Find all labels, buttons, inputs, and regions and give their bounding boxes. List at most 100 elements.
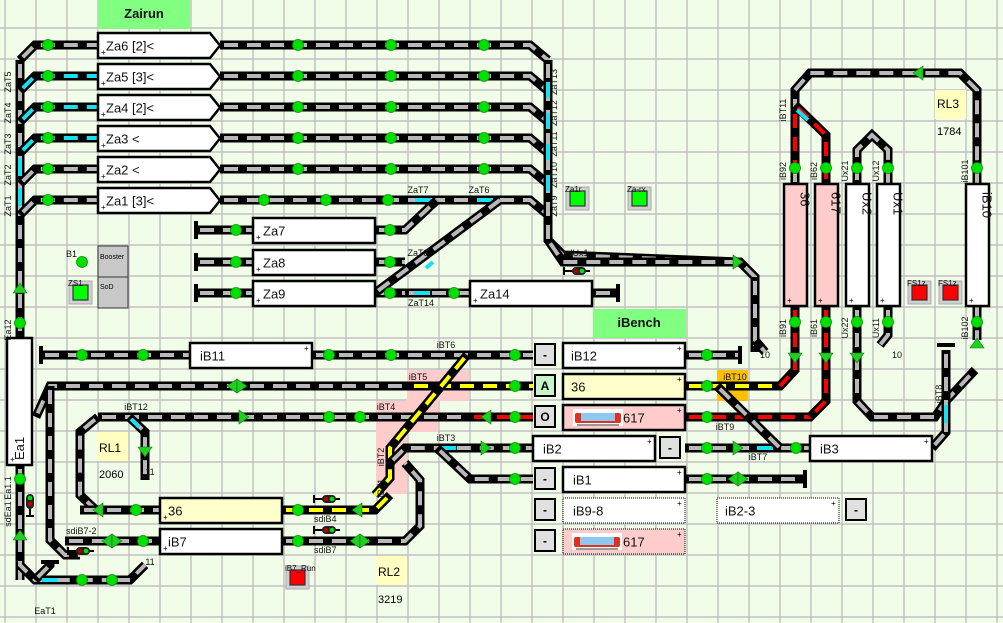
block-command-button[interactable]: A: [534, 374, 556, 397]
block-command-button[interactable]: -: [534, 343, 556, 366]
sensor-indicator[interactable]: [882, 316, 894, 328]
sensor-indicator[interactable]: [385, 132, 397, 144]
block-za7[interactable]: Za7+: [251, 216, 377, 245]
sdib7-2-signal-icon[interactable]: [67, 547, 94, 555]
sensor-indicator[interactable]: [385, 163, 397, 175]
block-frame[interactable]: [96, 124, 222, 153]
button-frame[interactable]: [534, 467, 556, 490]
sensor-indicator[interactable]: [509, 411, 521, 423]
button-frame[interactable]: [534, 374, 556, 397]
sensor-indicator[interactable]: [478, 163, 490, 175]
sensor-indicator[interactable]: [137, 349, 149, 361]
block-ea1[interactable]: Ea1+: [5, 336, 34, 467]
sensor-indicator[interactable]: [971, 316, 983, 328]
block-za6[interactable]: Za6 [2]<+: [96, 31, 222, 60]
button-frame[interactable]: [534, 343, 556, 366]
block-frame[interactable]: [96, 186, 222, 215]
sensor-indicator[interactable]: [14, 317, 26, 329]
vblock-36[interactable]: 36+: [782, 182, 813, 308]
button-frame[interactable]: [534, 498, 556, 521]
sensor-indicator[interactable]: [320, 194, 332, 206]
block-command-button[interactable]: -: [534, 467, 556, 490]
sod-button[interactable]: [97, 276, 129, 309]
block-frame[interactable]: [561, 341, 687, 370]
sensor-indicator[interactable]: [385, 349, 397, 361]
sensor-indicator[interactable]: [292, 132, 304, 144]
block-frame[interactable]: [468, 279, 594, 308]
sensor-indicator[interactable]: [137, 535, 149, 547]
block-command-button[interactable]: -: [534, 529, 556, 552]
block-frame[interactable]: [964, 182, 991, 308]
sensor-indicator[interactable]: [385, 39, 397, 51]
za1r-status-button[interactable]: Za1r: [565, 185, 590, 211]
block-command-button[interactable]: -: [845, 498, 867, 521]
sensor-indicator[interactable]: [820, 162, 832, 174]
sensor-indicator[interactable]: [478, 39, 490, 51]
sensor-indicator[interactable]: [292, 535, 304, 547]
block-frame[interactable]: [562, 497, 686, 524]
sensor-indicator[interactable]: [701, 411, 713, 423]
block-frame[interactable]: [96, 62, 222, 91]
block-lower-36[interactable]: 36+: [158, 496, 284, 525]
sensor-indicator[interactable]: [701, 349, 713, 361]
sensor-indicator[interactable]: [292, 504, 304, 516]
block-za5[interactable]: Za5 [3]<+: [96, 62, 222, 91]
sensor-indicator[interactable]: [385, 101, 397, 113]
block-command-button[interactable]: -: [659, 436, 681, 459]
block-frame[interactable]: [96, 31, 222, 60]
sensor-indicator[interactable]: [292, 39, 304, 51]
sensor-indicator[interactable]: [42, 132, 54, 144]
vblock-ux2[interactable]: Ux2+: [844, 182, 875, 308]
sensor-indicator[interactable]: [106, 574, 118, 586]
sensor-indicator[interactable]: [478, 101, 490, 113]
sensor-indicator[interactable]: [820, 316, 832, 328]
sensor-indicator[interactable]: [130, 504, 142, 516]
block-frame[interactable]: [561, 372, 687, 401]
sdib7-signal-icon[interactable]: [313, 526, 340, 534]
ibench-panel[interactable]: [593, 309, 686, 338]
block-za9[interactable]: Za9+: [251, 279, 377, 308]
sdea1-signal-icon[interactable]: [26, 494, 34, 517]
sensor-indicator[interactable]: [789, 316, 801, 328]
block-za4[interactable]: Za4 [2]<+: [96, 93, 222, 122]
block-frame[interactable]: [251, 216, 377, 245]
sensor-indicator[interactable]: [851, 162, 863, 174]
sensor-indicator[interactable]: [42, 163, 54, 175]
block-frame[interactable]: [96, 93, 222, 122]
sensor-indicator[interactable]: [42, 194, 54, 206]
block-za2[interactable]: Za2 <+: [96, 155, 222, 184]
block-frame[interactable]: [813, 182, 840, 308]
sensor-indicator[interactable]: [292, 70, 304, 82]
block-ib11[interactable]: iB11+: [188, 341, 314, 370]
sdux1-signal-icon[interactable]: [563, 267, 590, 275]
block-za3[interactable]: Za3 <+: [96, 124, 222, 153]
sensor-indicator[interactable]: [42, 101, 54, 113]
sensor-indicator[interactable]: [478, 70, 490, 82]
button-frame[interactable]: [534, 529, 556, 552]
ib7-run-status-button[interactable]: iB7_Run: [285, 564, 316, 590]
block-ib2-3[interactable]: iB2-3+: [716, 497, 840, 524]
block-ib7[interactable]: iB7+: [158, 527, 284, 556]
button-frame[interactable]: [845, 498, 867, 521]
block-command-button[interactable]: -: [534, 498, 556, 521]
block-frame[interactable]: [251, 248, 377, 277]
sensor-indicator[interactable]: [882, 162, 894, 174]
block-frame[interactable]: [158, 496, 284, 525]
block-ib3[interactable]: iB3+: [808, 434, 934, 463]
block-frame[interactable]: [561, 465, 687, 494]
block-frame[interactable]: [782, 182, 809, 308]
sensor-indicator[interactable]: [509, 442, 521, 454]
zarx-status-button[interactable]: Za-rx: [627, 185, 652, 211]
sensor-indicator[interactable]: [292, 101, 304, 113]
vblock-617[interactable]: 617+: [813, 182, 844, 308]
block-za8[interactable]: Za8+: [251, 248, 377, 277]
block-ib1[interactable]: iB1+: [561, 465, 687, 494]
zs1-status-button[interactable]: ZS1: [68, 279, 93, 305]
sensor-indicator[interactable]: [76, 574, 88, 586]
sensor-indicator[interactable]: [76, 349, 88, 361]
vblock-ib10[interactable]: iB10+: [964, 182, 995, 308]
sensor-indicator[interactable]: [230, 224, 242, 236]
block-frame[interactable]: [531, 434, 657, 463]
sensor-indicator[interactable]: [509, 473, 521, 485]
block-frame[interactable]: [5, 336, 34, 467]
